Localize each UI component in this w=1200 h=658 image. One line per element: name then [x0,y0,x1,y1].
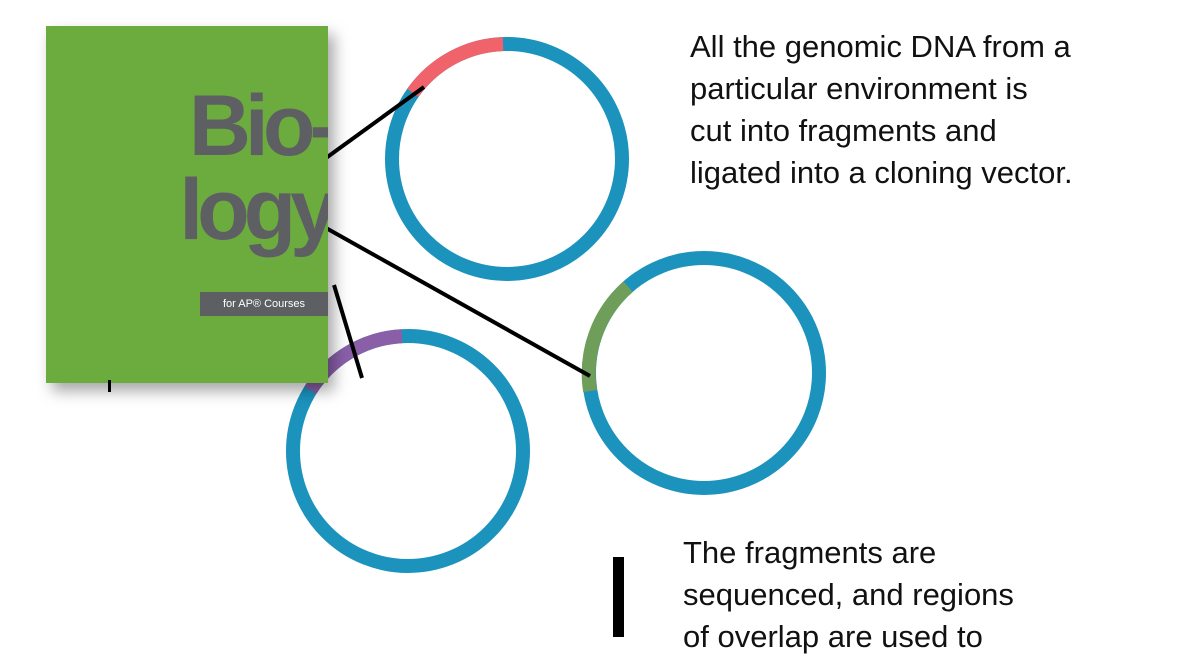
book-cover: Bio- logy for AP® Courses [46,26,328,383]
caption-bottom-line: sequenced, and regions [683,577,1014,612]
plasmid-top-insert [407,37,504,97]
book-cover-badge: for AP® Courses [200,292,328,316]
plasmid-top [385,37,629,281]
connector-line-top [324,85,426,160]
caption-bottom-line: The fragments are [683,535,937,570]
book-cover-title-line-2: logy [179,162,328,258]
caption-top-line: cut into fragments and [690,113,997,148]
caption-bottom: The fragments are sequenced, and regions… [683,532,1014,658]
connector-line-left [332,284,364,379]
caption-top-line: All the genomic DNA from a [690,29,1071,64]
caption-top-line: particular environment is [690,71,1028,106]
plasmid-right-insert [581,281,633,393]
plasmid-left-vector [286,329,530,573]
book-cover-title-line-1: Bio- [188,78,328,174]
step-divider-bar [613,557,624,637]
divider-mark [108,380,111,392]
plasmid-top-vector [385,37,629,281]
caption-top: All the genomic DNA from a particular en… [690,26,1073,194]
caption-top-line: ligated into a cloning vector. [690,155,1073,190]
caption-bottom-line: of overlap are used to [683,619,983,654]
plasmid-right [581,251,826,495]
connector-line-right [325,226,591,378]
